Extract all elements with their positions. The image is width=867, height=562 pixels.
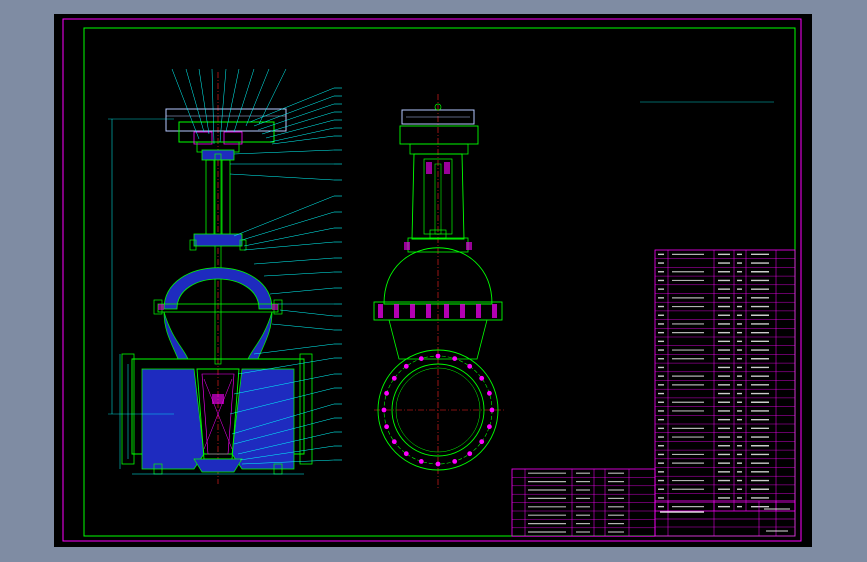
side-flange-outer — [377, 349, 499, 471]
section-view — [108, 68, 342, 484]
flange-bolt-hole — [479, 439, 485, 445]
drawing-sheet — [62, 18, 802, 542]
flange-bolt-hole — [418, 459, 424, 464]
title-block — [511, 468, 796, 537]
flange-bolt-hole — [391, 439, 397, 445]
cad-viewport[interactable] — [54, 14, 812, 547]
section-right-flange — [299, 353, 313, 465]
flange-bolt-hole — [489, 407, 495, 413]
flange-bolt-hole — [381, 407, 387, 413]
section-stem — [214, 153, 222, 365]
flange-bolt-hole — [384, 424, 389, 430]
side-bonnet-dome — [383, 247, 493, 305]
section-valve-body — [131, 358, 305, 455]
flange-bolt-hole — [479, 375, 485, 381]
side-flange-bolts — [381, 353, 495, 467]
section-handwheel — [165, 108, 287, 132]
section-left-flange — [121, 353, 135, 465]
leaders-top — [171, 68, 287, 145]
side-yoke — [411, 153, 465, 240]
leaders-right — [229, 87, 335, 465]
flange-bolt-hole — [435, 461, 441, 467]
flange-bolt-hole — [391, 375, 397, 381]
flange-bolt-hole — [487, 424, 492, 430]
flange-bolt-hole — [384, 390, 389, 396]
side-gearbox — [399, 125, 479, 145]
flange-bolt-hole — [452, 459, 458, 464]
flange-bolt-hole — [467, 451, 473, 457]
section-yoke-left — [205, 159, 215, 236]
side-flange-bore — [391, 363, 485, 457]
flange-bolt-hole — [403, 363, 409, 369]
outer-frame — [62, 18, 802, 542]
section-yoke-right — [221, 159, 231, 236]
flange-bolt-hole — [467, 363, 473, 369]
flange-bolt-hole — [418, 356, 424, 361]
flange-bolt-hole — [487, 390, 492, 396]
parts-list — [654, 249, 796, 512]
flange-bolt-hole — [452, 356, 458, 361]
flange-bolt-hole — [403, 451, 409, 457]
section-yoke-top — [201, 149, 235, 161]
side-view — [373, 94, 504, 489]
section-bonnet-dome — [163, 267, 273, 310]
flange-bolt-hole — [435, 353, 441, 359]
